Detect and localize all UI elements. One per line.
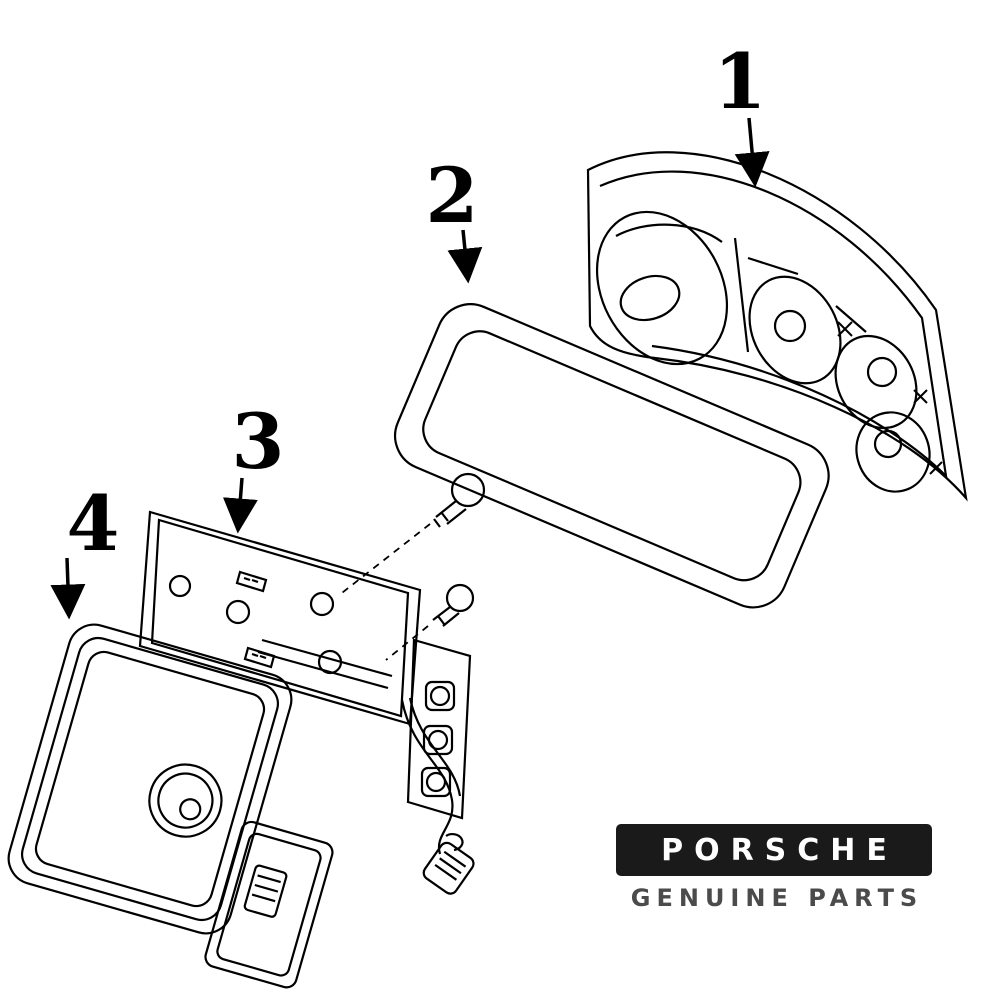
bulb-2-drawing: [385, 583, 475, 661]
callout-1-arrow: [734, 117, 770, 188]
bulb-socket-hole: [309, 591, 335, 617]
wiring-harness-drawing: [400, 697, 475, 895]
part-2-seal-gasket-drawing: [394, 303, 830, 609]
callout-4-arrow: [50, 557, 86, 620]
reflector-bowl-1: [595, 210, 729, 366]
callouts: 1 2 3 4: [50, 37, 770, 620]
bulb-1-drawing: [337, 472, 486, 597]
reflector-bowl-4: [855, 411, 931, 493]
bulb-insert-leader-line: [385, 625, 429, 661]
connector-plug: [422, 841, 475, 895]
part-4-lens-drawing: [7, 623, 334, 989]
callout-3-arrow: [222, 477, 258, 534]
lens-emblem-circle: [148, 763, 223, 838]
part-1-tail-lamp-housing-drawing: [586, 151, 968, 502]
reflector-bowl-3: [834, 334, 918, 430]
porsche-wordmark: PORSCHE: [661, 832, 898, 868]
screw-cross-marks: [837, 321, 943, 475]
porsche-genuine-parts-badge: PORSCHE GENUINE PARTS: [616, 824, 932, 912]
callout-1-label: 1: [714, 37, 767, 126]
callout-4-label: 4: [67, 479, 120, 568]
bulb-socket-hole: [225, 599, 251, 625]
part-3-bulb-carrier-drawing: [138, 510, 472, 820]
bulb-socket-hole: [168, 574, 192, 598]
lens-side-block: [204, 820, 334, 989]
carrier-bracket: [406, 638, 472, 820]
reflector-bowl-2: [748, 275, 842, 385]
porsche-logo-bar: PORSCHE: [616, 824, 932, 876]
callout-3-label: 3: [232, 397, 285, 486]
callout-2-label: 2: [426, 151, 479, 240]
bulb-insert-leader-line: [337, 523, 431, 597]
genuine-parts-text: GENUINE PARTS: [630, 884, 924, 912]
callout-2-arrow: [447, 229, 483, 284]
